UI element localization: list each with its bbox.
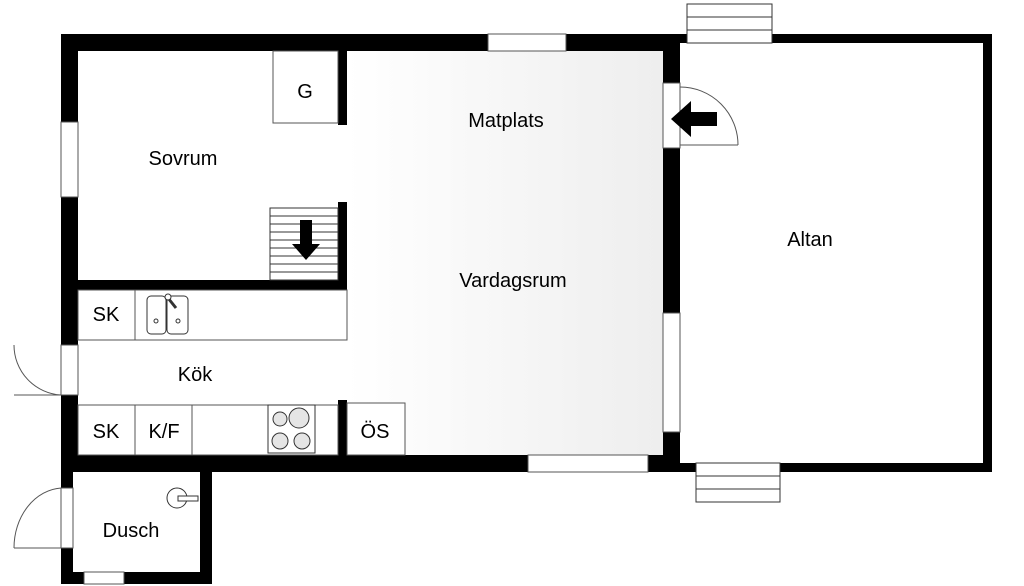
living-floor <box>347 51 663 455</box>
fixture-label-os: ÖS <box>361 421 390 443</box>
fixture-label-kf: K/F <box>148 421 179 443</box>
windows <box>60 33 681 585</box>
stair-arrow-down-icon <box>292 220 320 260</box>
fixture-label-g: G <box>297 81 313 103</box>
entrance-arrow-icon <box>671 101 717 137</box>
room-label-kok: Kök <box>178 364 213 386</box>
room-label-matplats: Matplats <box>468 110 544 132</box>
fixture-label-sk-bottom: SK <box>93 421 120 443</box>
room-label-dusch: Dusch <box>103 520 160 542</box>
wardrobe <box>272 50 339 124</box>
fixture-label-sk-top: SK <box>93 304 120 326</box>
steps-top <box>686 3 773 44</box>
room-label-vardagsrum: Vardagsrum <box>459 270 566 292</box>
shower-icon <box>166 487 199 509</box>
room-label-sovrum: Sovrum <box>149 148 218 170</box>
doors <box>13 82 739 549</box>
room-label-altan: Altan <box>787 229 833 251</box>
sink-icon <box>146 293 189 335</box>
stove-icon <box>267 404 316 454</box>
steps-bottom <box>695 462 781 503</box>
